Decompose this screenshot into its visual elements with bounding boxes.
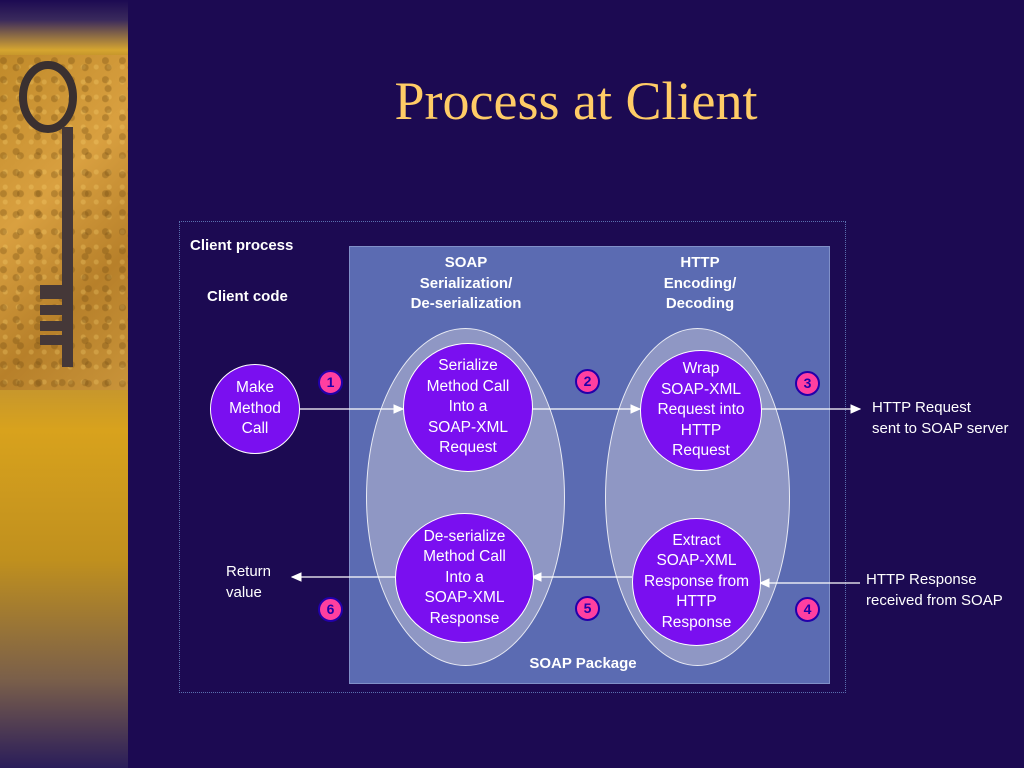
make-method-call-node: Make Method Call (210, 364, 300, 454)
extract-node: Extract SOAP-XML Response from HTTP Resp… (632, 518, 761, 646)
soap-serialization-header: SOAP Serialization/ De-serialization (410, 254, 522, 312)
key-icon (19, 61, 77, 367)
step-badge-5: 5 (575, 596, 600, 621)
wrap-text: Wrap SOAP-XML Request into HTTP Request (657, 360, 745, 460)
step-badge-4: 4 (795, 597, 820, 622)
step-badge-3: 3 (795, 371, 820, 396)
step-badge-1: 1 (318, 370, 343, 395)
http-request-sent-label: HTTP Request sent to SOAP server (872, 399, 1009, 437)
make-method-call-text: Make Method Call (229, 379, 281, 438)
slide-title: Process at Client (394, 71, 758, 131)
client-code-label: Client code (207, 288, 288, 305)
step-badge-2: 2 (575, 369, 600, 394)
step-badge-6: 6 (318, 597, 343, 622)
client-process-frame (179, 221, 846, 693)
soap-package-label: SOAP Package (529, 655, 637, 672)
serialize-text: Serialize Method Call Into a SOAP-XML Re… (426, 357, 510, 457)
extract-text: Extract SOAP-XML Response from HTTP Resp… (643, 531, 750, 631)
client-process-label: Client process (190, 237, 294, 254)
return-value-label: Return value (226, 563, 272, 601)
serialize-node: Serialize Method Call Into a SOAP-XML Re… (403, 343, 533, 472)
deserialize-text: De-serialize Method Call Into a SOAP-XML… (423, 527, 506, 627)
deserialize-node: De-serialize Method Call Into a SOAP-XML… (395, 513, 534, 643)
http-response-received-label: HTTP Response received from SOAP (866, 571, 1003, 609)
antique-key-image (0, 55, 128, 390)
wrap-node: Wrap SOAP-XML Request into HTTP Request (640, 350, 762, 471)
http-encoding-header: HTTP Encoding/ Decoding (663, 254, 737, 312)
